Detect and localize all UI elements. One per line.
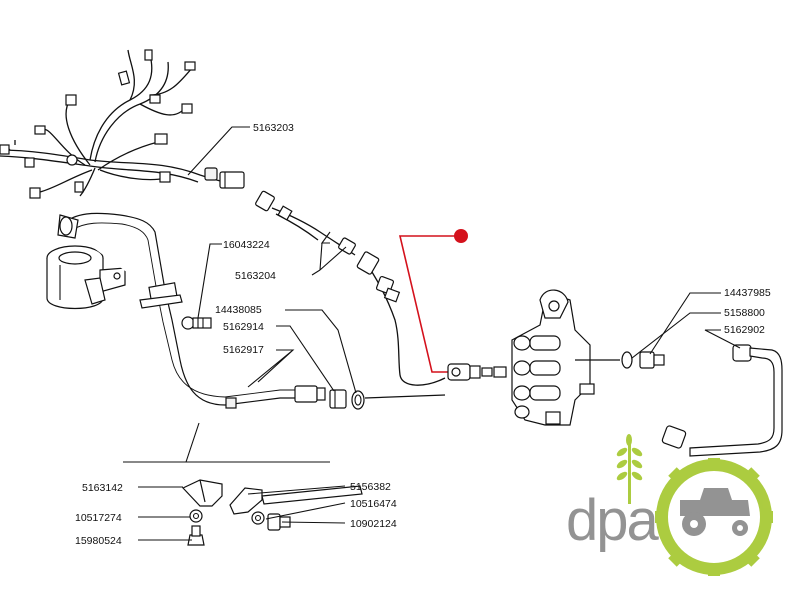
part-label-5163203: 5163203 [253, 122, 294, 134]
pump-block [447, 289, 595, 426]
section-line [185, 422, 200, 463]
part-label-14437985: 14437985 [724, 287, 771, 299]
part-label-5163142: 5163142 [82, 482, 123, 494]
wheat-icon [616, 434, 643, 504]
filter-canister [46, 245, 126, 310]
part-labels: 5163203 16043224 5163204 14438085 516291… [75, 122, 771, 547]
tractor-icon [680, 488, 750, 536]
return-pipe [575, 344, 783, 457]
fuel-pipe [57, 212, 326, 409]
bracket-assembly [181, 479, 363, 546]
part-label-5162917: 5162917 [223, 344, 264, 356]
part-label-5162902: 5162902 [724, 324, 765, 336]
leader-lines [138, 126, 741, 541]
part-label-14438085: 14438085 [215, 304, 262, 316]
part-label-10517274: 10517274 [75, 512, 122, 524]
part-label-5156382: 5156382 [350, 481, 391, 493]
part-label-10902124: 10902124 [350, 518, 397, 530]
part-label-5162914: 5162914 [223, 321, 264, 333]
part-label-16043224: 16043224 [223, 239, 270, 251]
part-label-10516474: 10516474 [350, 498, 397, 510]
banjo-bolt [181, 316, 212, 330]
dpa-logo: dpa [566, 434, 773, 576]
pipe-fittings [329, 389, 446, 410]
wiring-harness [0, 49, 245, 199]
part-label-15980524: 15980524 [75, 535, 122, 547]
highlight-marker [398, 229, 468, 373]
part-label-5163204: 5163204 [235, 270, 276, 282]
gear-icon [655, 458, 773, 576]
dpa-logo-text: dpa [566, 488, 660, 553]
part-label-5158800: 5158800 [724, 307, 765, 319]
sensor-cable [255, 190, 446, 386]
